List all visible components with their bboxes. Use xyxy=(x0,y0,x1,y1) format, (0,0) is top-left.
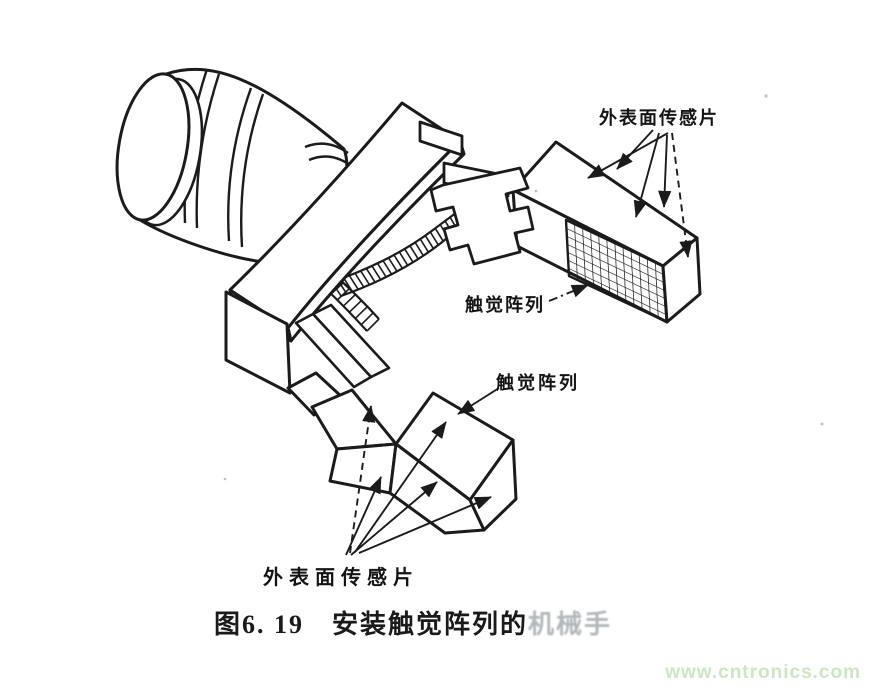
annotation-arrows xyxy=(345,129,693,556)
figure-caption-text: 安装触觉阵列的 xyxy=(332,610,529,639)
scan-speckles xyxy=(223,94,824,481)
label-outer-sensor-bottom: 外表面传感片 xyxy=(263,567,419,589)
leader-arrows-outer-sensor-top xyxy=(587,129,693,258)
label-tactile-array-center: 触觉阵列 xyxy=(496,373,580,393)
arm-cylinder xyxy=(115,67,351,264)
finger-link-bars xyxy=(294,303,391,389)
leader-tactile-array-center xyxy=(457,387,500,415)
finger-connector xyxy=(418,120,535,266)
label-outer-sensor-top: 外表面传感片 xyxy=(599,108,719,128)
figure-caption-number: 图6. 19 xyxy=(214,610,305,639)
figure-caption: 图6. 19 安装触觉阵列的机械手 xyxy=(214,604,612,641)
cylinder-end-cap xyxy=(115,72,191,222)
tactile-array-grid xyxy=(564,218,669,324)
label-tactile-array-right: 触觉阵列 xyxy=(465,295,545,315)
watermark-text: www.cntronics.com xyxy=(665,662,861,683)
leader-arrows-outer-sensor-bottom xyxy=(345,405,492,556)
figure-caption-text-faded: 机械手 xyxy=(528,610,613,639)
leader-tactile-array-right xyxy=(548,284,589,302)
lower-finger xyxy=(310,388,518,535)
